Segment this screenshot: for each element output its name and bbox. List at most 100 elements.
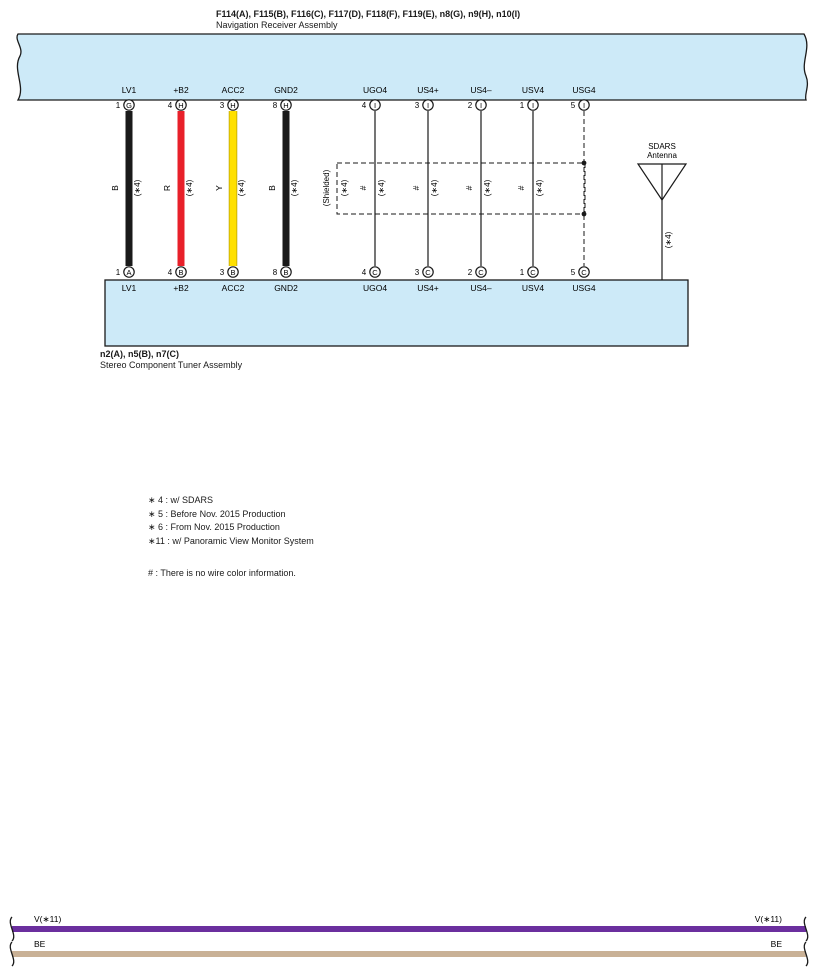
- top-pin-label: UGO4: [363, 85, 387, 95]
- bottom-pin-connector: A: [126, 268, 131, 277]
- top-pin-connector: I: [427, 101, 429, 110]
- wire-6: #(∗4): [411, 111, 439, 266]
- bottom-pin-label: LV1: [122, 283, 137, 293]
- top-pin-label: +B2: [173, 85, 189, 95]
- bottom-pin-connector: C: [372, 268, 378, 277]
- top-pin-number: 3: [220, 101, 225, 110]
- top-pin-number: 4: [362, 101, 367, 110]
- wire-color-code-1: B: [110, 185, 120, 191]
- stereo-tuner-title: n2(A), n5(B), n7(C) Stereo Component Tun…: [100, 349, 242, 371]
- navigation-receiver-box: [16, 33, 809, 101]
- top-pin-label: GND2: [274, 85, 298, 95]
- top-pin-connector: H: [178, 101, 183, 110]
- bottom-pin-5: UGO4 C4: [362, 266, 387, 293]
- wire-color-code-8: #: [516, 185, 526, 190]
- top-pin-label: ACC2: [222, 85, 245, 95]
- shield-junction-bottom: [581, 211, 587, 217]
- top-pin-connector: H: [283, 101, 288, 110]
- bottom-pin-circle: [422, 266, 434, 278]
- bottom-pin-label: US4–: [470, 283, 492, 293]
- continuation-label-right: V(∗11): [755, 914, 782, 924]
- top-pin-number: 4: [168, 101, 173, 110]
- top-pin-connector: I: [480, 101, 482, 110]
- bottom-pin-6: US4+ C3: [415, 266, 439, 293]
- bottom-pin-connector: B: [178, 268, 183, 277]
- antenna-icon: [636, 163, 688, 280]
- note-1: ∗ 4 : w/ SDARS: [148, 495, 214, 505]
- top-pin-circle: [123, 99, 135, 111]
- bottom-pin-label: +B2: [173, 283, 189, 293]
- bottom-pin-label: USG4: [572, 283, 595, 293]
- wire-2: R (∗4): [162, 111, 194, 266]
- bottom-pin-number: 4: [362, 268, 367, 277]
- bottom-pin-connector: C: [425, 268, 431, 277]
- bottom-pin-label: US4+: [417, 283, 439, 293]
- wire-5: #(∗4): [358, 111, 386, 266]
- bottom-pin-label: UGO4: [363, 283, 387, 293]
- bottom-pin-circle: [175, 266, 187, 278]
- continuation-label-left: V(∗11): [34, 914, 61, 924]
- stereo-tuner-connectors: n2(A), n5(B), n7(C): [100, 349, 179, 359]
- bottom-pin-number: 3: [415, 268, 420, 277]
- wire-color-code-2: R: [162, 185, 172, 191]
- wire-8: #(∗4): [516, 111, 544, 266]
- bottom-pin-1: LV1 A1: [116, 266, 137, 293]
- top-pin-connector: I: [532, 101, 534, 110]
- wire-color-code-7: #: [464, 185, 474, 190]
- wire-note-6: (∗4): [430, 179, 439, 196]
- top-pin-number: 5: [571, 101, 576, 110]
- top-pin-label: LV1: [122, 85, 137, 95]
- bottom-pin-circle: [123, 266, 135, 278]
- top-pin-number: 8: [273, 101, 278, 110]
- bottom-pin-7: US4–C2: [468, 266, 492, 293]
- wire-color-code-3: Y: [214, 185, 224, 191]
- antenna-note: (∗4): [664, 231, 673, 248]
- bottom-pin-number: 1: [520, 268, 525, 277]
- top-pin-connector: I: [374, 101, 376, 110]
- bottom-pin-number: 8: [273, 268, 278, 277]
- bottom-pin-label: ACC2: [222, 283, 245, 293]
- note-3: ∗ 6 : From Nov. 2015 Production: [148, 522, 280, 532]
- bottom-pin-connector: B: [283, 268, 288, 277]
- wire-note-2: (∗4): [185, 179, 194, 196]
- top-pin-circle: [369, 99, 381, 111]
- top-pin-number: 3: [415, 101, 420, 110]
- bottom-pin-connector: C: [581, 268, 587, 277]
- top-pin-circle: [422, 99, 434, 111]
- bottom-pin-number: 3: [220, 268, 225, 277]
- shield-note: (∗4): [340, 179, 349, 196]
- antenna-label-line2: Antenna: [647, 151, 677, 160]
- wire-note-4: (∗4): [290, 179, 299, 196]
- top-pin-7: US4–I2: [468, 85, 492, 111]
- navigation-receiver-title: F114(A), F115(B), F116(C), F117(D), F118…: [216, 9, 520, 31]
- top-pin-number: 2: [468, 101, 473, 110]
- antenna-label-line1: SDARS: [648, 142, 676, 151]
- top-pin-label: US4+: [417, 85, 439, 95]
- wire-3: Y(∗4): [214, 111, 246, 266]
- top-pin-connector: I: [583, 101, 585, 110]
- wire-4: B(∗4): [267, 111, 299, 266]
- top-pin-connector: G: [126, 101, 132, 110]
- top-pin-6: US4+ I3: [415, 85, 439, 111]
- wire-note-7: (∗4): [483, 179, 492, 196]
- top-pin-number: 1: [520, 101, 525, 110]
- top-pin-circle: [475, 99, 487, 111]
- navigation-receiver-name: Navigation Receiver Assembly: [216, 20, 338, 30]
- shield-label: (Shielded): [322, 169, 331, 206]
- continuation-wire-1: V(∗11) V(∗11): [9, 914, 809, 942]
- wire-note-5: (∗4): [377, 179, 386, 196]
- top-pin-label: USV4: [522, 85, 544, 95]
- navigation-receiver-connectors: F114(A), F115(B), F116(C), F117(D), F118…: [216, 9, 521, 19]
- bottom-pin-number: 1: [116, 268, 121, 277]
- wire-7: # (∗4): [464, 111, 492, 266]
- bottom-pin-circle: [475, 266, 487, 278]
- top-pin-circle: [578, 99, 590, 111]
